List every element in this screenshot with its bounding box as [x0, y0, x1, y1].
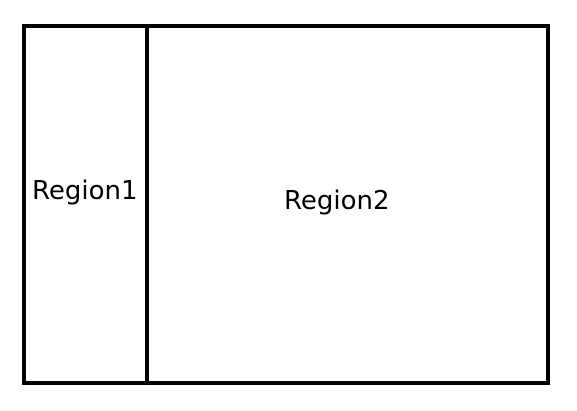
- outer-frame: [22, 24, 550, 385]
- region-2-label: Region2: [284, 186, 390, 216]
- region-divider: [145, 24, 149, 385]
- region-1-label: Region1: [32, 176, 138, 206]
